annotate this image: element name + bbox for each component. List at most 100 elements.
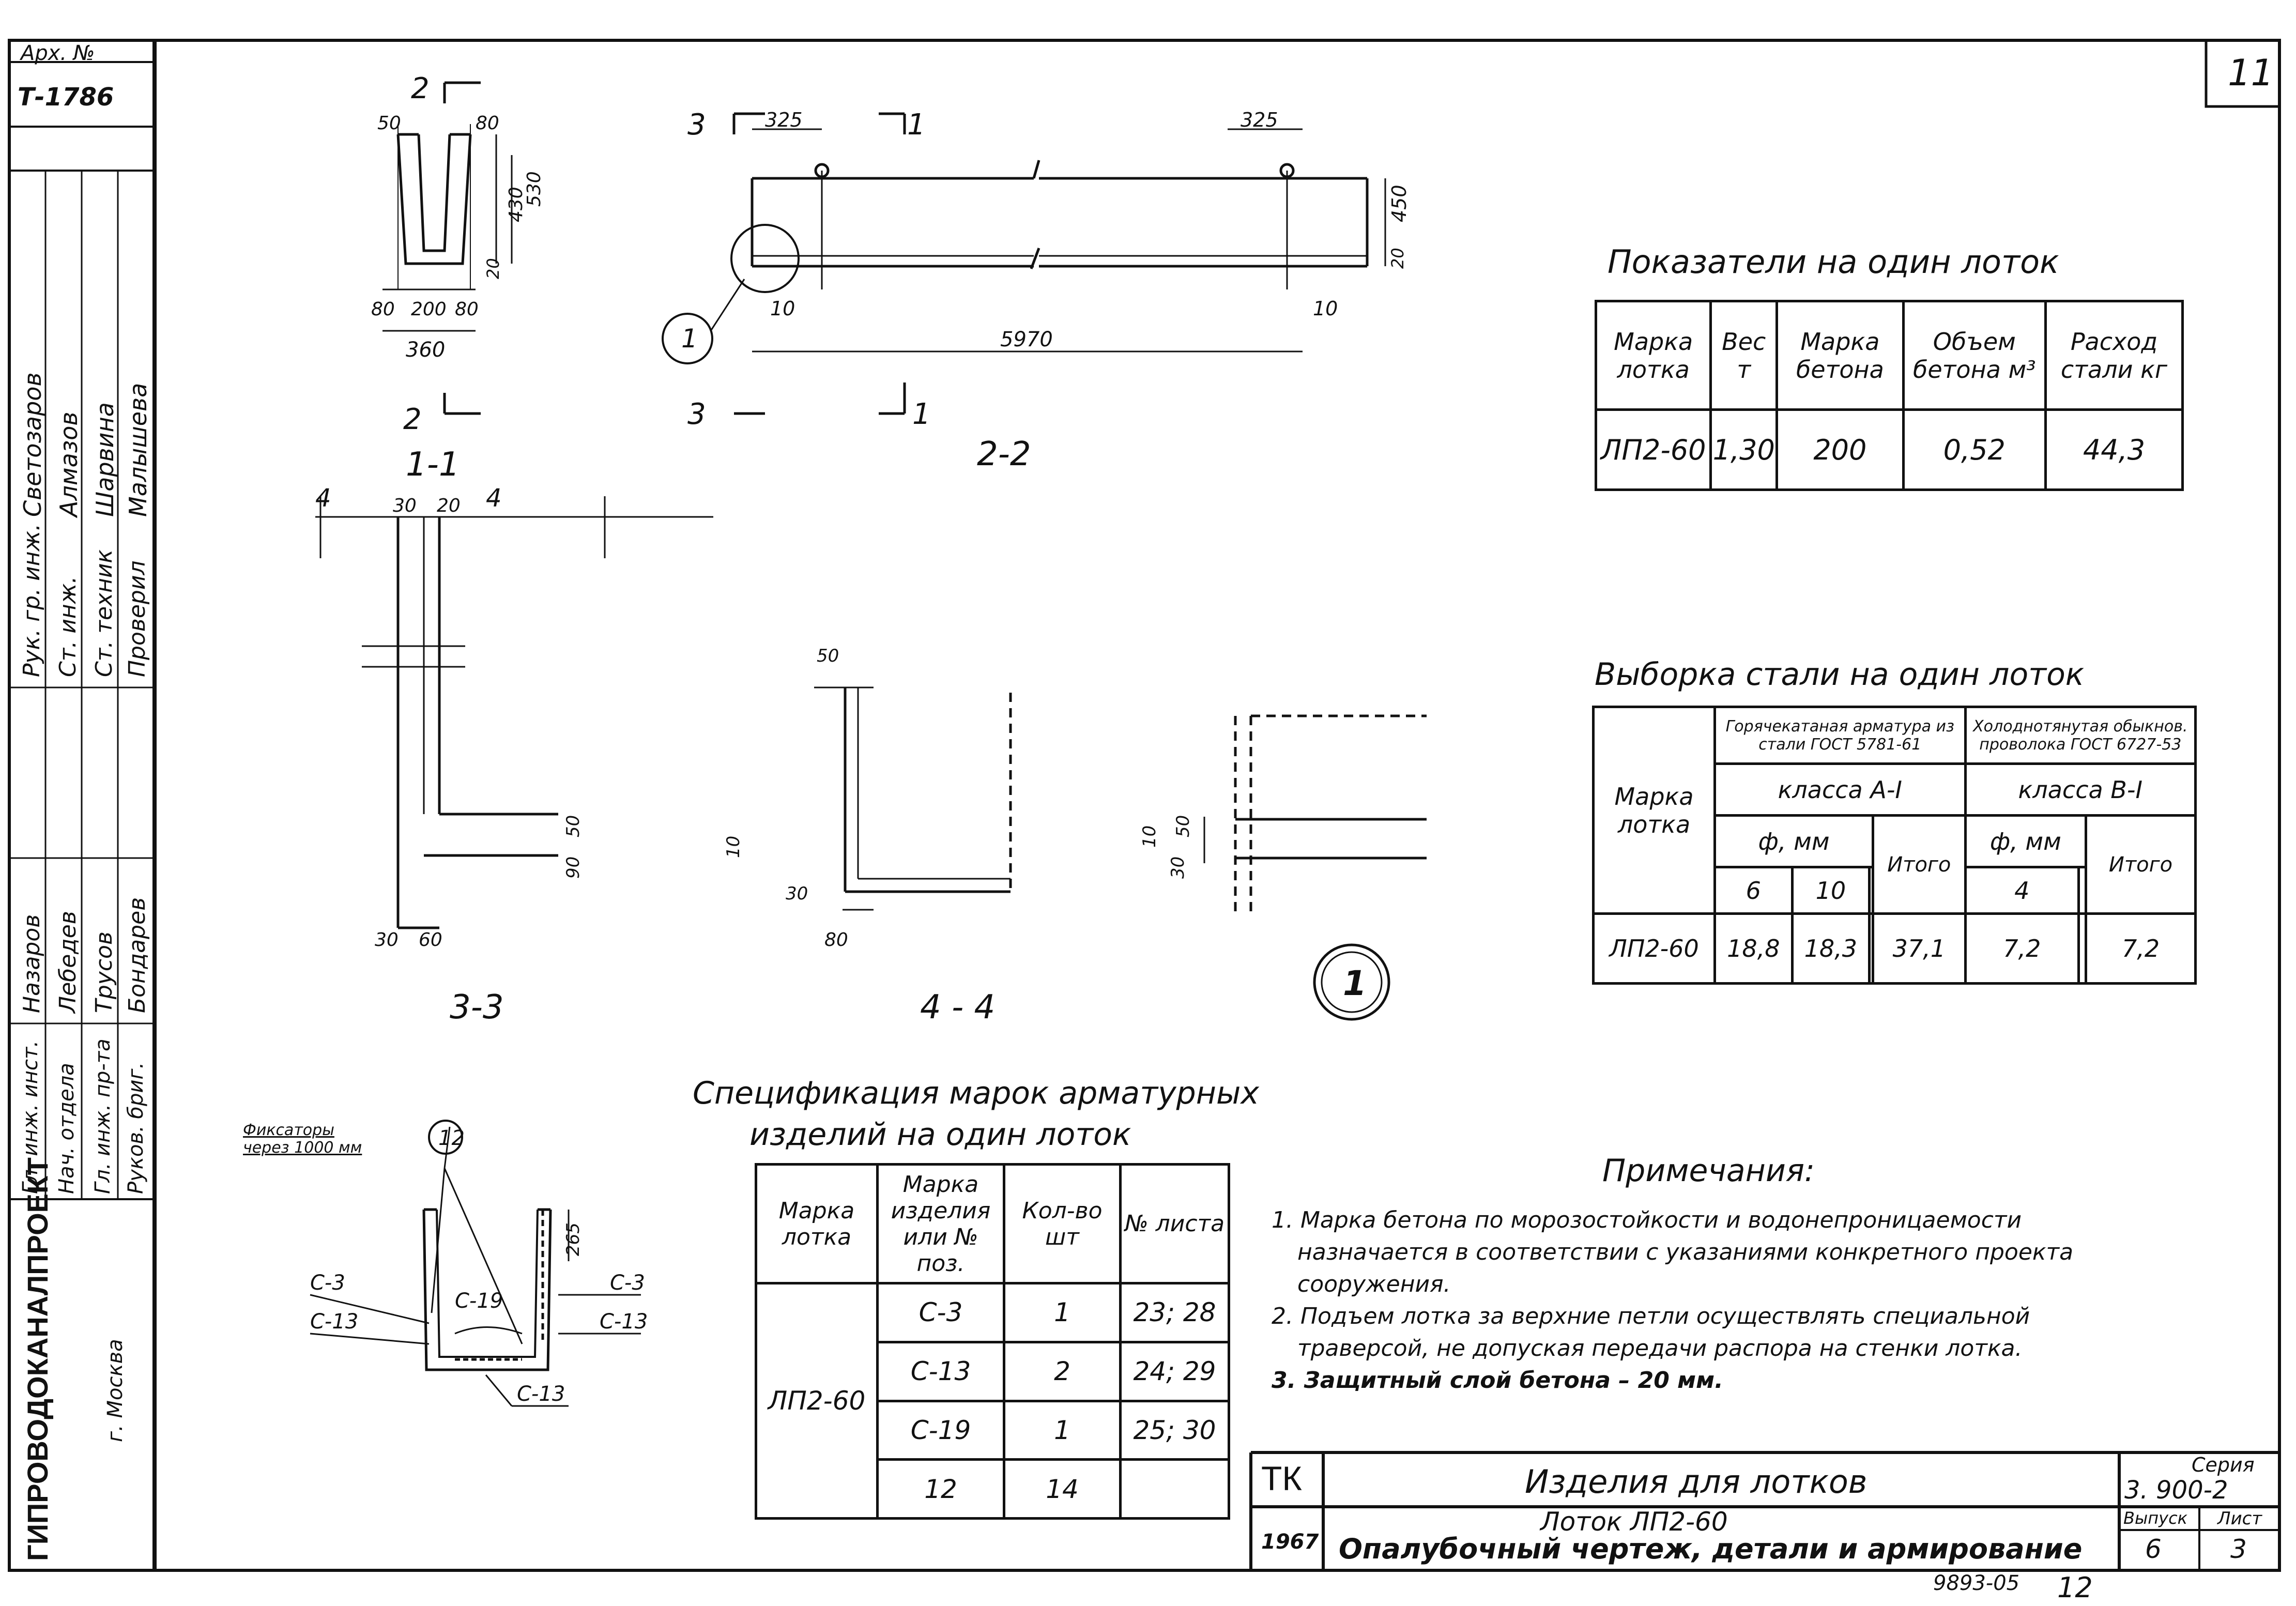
- node-1-detail: [1203, 714, 1427, 1021]
- sec33-cut-left: 4: [315, 484, 331, 513]
- sec11-title: 1-1: [406, 446, 460, 484]
- sec11-dim-50: 50: [377, 113, 401, 134]
- sec11-dim-360: 360: [406, 338, 445, 362]
- sec22-cut3-bottom: 3: [687, 397, 706, 431]
- note-2-line-2: траверсой, не допуская передачи распора …: [1297, 1335, 2023, 1362]
- steel-d10: 10: [1790, 866, 1871, 915]
- sec33-dim-60: 60: [419, 929, 442, 951]
- note-1-line-1: 1. Марка бетона по морозостойкости и вод…: [1272, 1207, 2022, 1233]
- stamp-sheet: 3: [2230, 1534, 2247, 1564]
- steel-mark-label: Марка лотка: [1614, 782, 1694, 838]
- ind-v-steel: 44,3: [2044, 408, 2184, 491]
- steel-row-total-a: 37,1: [1872, 912, 1967, 985]
- spec-qty-4: 14: [1003, 1458, 1122, 1520]
- note-3: 3. Защитный слой бетона – 20 мм.: [1272, 1367, 1723, 1394]
- ind-h-steel: Расход стали кг: [2044, 300, 2184, 411]
- steel-cold-drawn: Холоднотянутая обыкнов. проволока ГОСТ 6…: [1964, 706, 2197, 765]
- steel-phi-b: ф, мм: [1964, 814, 2088, 868]
- footer-code: 9893-05: [1933, 1571, 2020, 1595]
- section-4-4: [814, 686, 1012, 911]
- rebar-fixator-label: Фиксаторы через 1000 мм: [243, 1121, 362, 1157]
- stamp-sheet-label: Лист: [2217, 1508, 2262, 1529]
- indicators-table: Марка лотка Вес т Марка бетона Объем бет…: [1594, 300, 2184, 491]
- sec22-dim-10-right: 10: [1313, 297, 1338, 320]
- rebar-c13-bottom: С-13: [517, 1382, 565, 1406]
- spec-qty-1: 1: [1003, 1282, 1122, 1343]
- ind-h-volume: Объем бетона м³: [1902, 300, 2047, 411]
- sec22-dim-325-left: 325: [765, 109, 803, 131]
- section-3-3: [315, 496, 713, 929]
- spec-item-2: С-13: [876, 1340, 1005, 1402]
- spec-sheet-4: [1119, 1458, 1230, 1520]
- stamp-issue-label: Выпуск: [2123, 1508, 2187, 1528]
- sec33-dim-30: 30: [393, 495, 417, 516]
- rebar-schematic: [310, 1120, 641, 1407]
- steel-row-6: 18,8: [1713, 912, 1794, 985]
- archive-label: Арх. №: [21, 41, 95, 65]
- sec11-dim-20: 20: [483, 258, 503, 279]
- spec-item-1: С-3: [876, 1282, 1005, 1343]
- steel-row-4: 7,2: [1964, 912, 2080, 985]
- spec-h-sheet: № листа: [1119, 1163, 1230, 1284]
- sec22-cut3-top: 3: [687, 108, 706, 142]
- steel-row-mark: ЛП2-60: [1592, 912, 1716, 985]
- rebar-c3-right: С-3: [610, 1271, 645, 1295]
- archive-number: Т-1786: [18, 83, 114, 112]
- notes-body: 1. Марка бетона по морозостойкости и вод…: [1272, 1204, 2274, 1397]
- sec22-dim-10-left: 10: [770, 297, 795, 320]
- spec-title-2: изделий на один лоток: [749, 1116, 1131, 1153]
- steel-d6: 6: [1713, 866, 1794, 915]
- sec11-dim-430: 430: [506, 187, 527, 222]
- indicators-title: Показатели на один лоток: [1608, 243, 2059, 281]
- steel-row-10: 18,3: [1790, 912, 1871, 985]
- sec44-dim-30: 30: [786, 883, 808, 904]
- sec22-dim-325-right: 325: [1241, 109, 1278, 131]
- sec11-dim-80-top: 80: [476, 113, 499, 134]
- steel-table: Марка лотка Горячекатаная арматура из ст…: [1592, 706, 2197, 985]
- spec-h-mark: Марка лотка: [755, 1163, 879, 1284]
- note-1-line-2: назначается в соответствии с указаниями …: [1297, 1239, 2074, 1265]
- sec33-dim-50: 50: [563, 815, 584, 837]
- stamp-tk: ТК: [1261, 1459, 1302, 1497]
- sec44-title: 4 - 4: [920, 988, 995, 1027]
- notes-title: Примечания:: [1602, 1153, 1815, 1189]
- section-1-1: [382, 81, 513, 415]
- sec44-dim-50: 50: [817, 646, 839, 666]
- rebar-dim-265: 265: [563, 1222, 584, 1256]
- spec-mark: ЛП2-60: [768, 1386, 866, 1416]
- ind-v-concrete: 200: [1775, 408, 1905, 491]
- stamp-subtitle-2: Опалубочный чертеж, детали и армирование: [1339, 1533, 2083, 1565]
- sec11-dim-80-b: 80: [455, 299, 479, 320]
- steel-row-total-b: 7,2: [2085, 912, 2197, 985]
- rebar-c3-left: С-3: [310, 1271, 345, 1295]
- sec33-dim-30b: 30: [375, 929, 399, 951]
- spec-qty-2: 2: [1003, 1340, 1122, 1402]
- steel-d4: 4: [1964, 866, 2080, 915]
- sec22-callout-1: 1: [681, 324, 698, 354]
- sec22-dim-20: 20: [1388, 248, 1407, 269]
- spec-sheet-2: 24; 29: [1119, 1340, 1230, 1402]
- steel-title: Выборка стали на один лоток: [1595, 656, 2085, 693]
- sec11-cut-top: 2: [411, 72, 430, 105]
- sec11-dim-80-a: 80: [371, 299, 395, 320]
- node1-dim-10: 10: [1139, 825, 1160, 848]
- ind-h-weight: Вес т: [1709, 300, 1779, 411]
- sec11-dim-530: 530: [524, 171, 545, 207]
- node1-label: 1: [1343, 963, 1367, 1003]
- steel-phi-a: ф, мм: [1713, 814, 1875, 868]
- sec22-title: 2-2: [977, 435, 1031, 473]
- ind-h-mark: Марка лотка: [1594, 300, 1712, 411]
- spec-item-4: 12: [876, 1458, 1005, 1520]
- sheet-corner-number: 11: [2228, 52, 2274, 94]
- stamp-issue: 6: [2145, 1534, 2162, 1564]
- stamp-title: Изделия для лотков: [1525, 1463, 1868, 1501]
- node1-dim-30: 30: [1168, 856, 1188, 879]
- steel-hot-rolled: Горячекатаная арматура из стали ГОСТ 578…: [1713, 706, 1967, 765]
- stamp-series-label: Серия: [2192, 1454, 2255, 1476]
- sec33-cut-right: 4: [486, 484, 502, 513]
- footer-page: 12: [2057, 1571, 2093, 1604]
- stamp-subtitle-1: Лоток ЛП2-60: [1540, 1507, 1728, 1537]
- rebar-pos12: 12: [438, 1126, 465, 1150]
